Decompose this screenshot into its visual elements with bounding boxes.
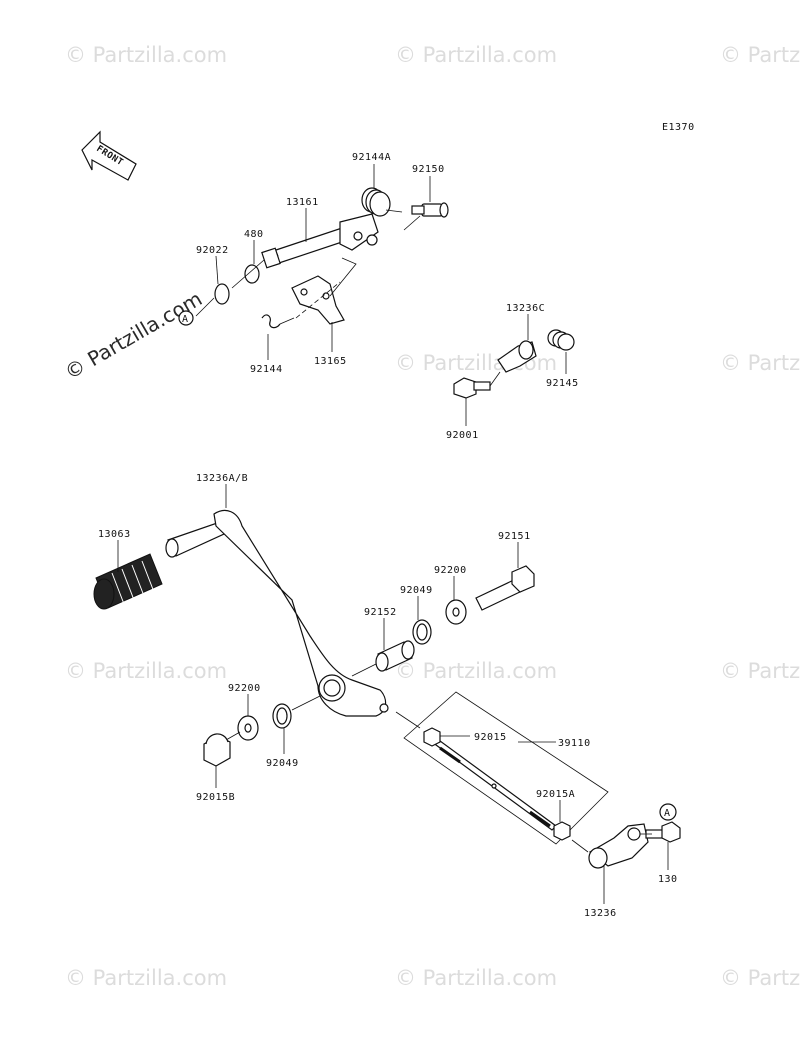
svg-text:A: A — [664, 808, 671, 819]
spring-92145 — [547, 329, 575, 351]
watermark: © Partzilla.com — [65, 966, 227, 990]
part-label: 13236A/B — [196, 473, 248, 484]
svg-text:A: A — [182, 314, 189, 325]
part-label: 480 — [244, 229, 264, 240]
part-label: 92152 — [364, 607, 397, 618]
front-arrow-icon: FRONT — [81, 130, 137, 181]
part-label: 92015B — [196, 792, 235, 803]
part-label: 92150 — [412, 164, 445, 175]
nut-92015 — [423, 727, 441, 747]
part-label: 13236C — [506, 303, 545, 314]
pedal-arm-13236AB — [165, 509, 389, 717]
watermark: © Partzilla.com — [720, 966, 800, 990]
pedal-rubber-13063 — [93, 553, 163, 610]
watermark: © Partzilla.com — [720, 43, 800, 67]
part-label: 92144 — [250, 364, 283, 375]
nut-92015B — [203, 733, 231, 767]
washer-92022 — [214, 283, 230, 305]
spring-92144A — [361, 187, 403, 217]
shift-shaft-13161 — [261, 213, 379, 269]
watermark: © Partzilla.com — [65, 659, 227, 683]
part-label: 13236 — [584, 908, 617, 919]
watermark: © Partzilla.com — [720, 659, 800, 683]
part-label: 92200 — [434, 565, 467, 576]
bolt-92001 — [453, 377, 491, 399]
part-label: 39110 — [558, 738, 591, 749]
part-label: 92145 — [546, 378, 579, 389]
diagram-code: E1370 — [662, 122, 695, 133]
watermark: © Partzilla.com — [720, 351, 800, 375]
watermark: © Partzilla.com — [395, 43, 557, 67]
watermark: © Partzilla.com — [395, 659, 557, 683]
tie-rod-group-box — [403, 691, 609, 845]
part-label: 92144A — [352, 152, 391, 163]
ref-marker-a-lower: A — [659, 803, 677, 821]
lever-13236 — [588, 823, 649, 869]
part-label: 13063 — [98, 529, 131, 540]
bolt-130 — [645, 821, 681, 843]
spring-92144 — [261, 314, 295, 329]
part-label: 92015A — [536, 789, 575, 800]
collar-92152 — [375, 640, 415, 672]
part-label: 92049 — [266, 758, 299, 769]
watermark: © Partzilla.com — [65, 43, 227, 67]
part-label: 13165 — [314, 356, 347, 367]
ref-marker-a: A — [178, 310, 194, 326]
nut-92015A — [553, 821, 571, 841]
part-labels: 92144A 92150 13161 480 92022 92144 13165… — [98, 152, 678, 919]
watermark-rotated: © Partzilla.com — [61, 286, 207, 384]
part-label: 92001 — [446, 430, 479, 441]
part-label: 92049 — [400, 585, 433, 596]
part-label: 130 — [658, 874, 678, 885]
circlip-480 — [244, 264, 260, 284]
part-label: 92015 — [474, 732, 507, 743]
watermark-grid: © Partzilla.com © Partzilla.com © Partzi… — [65, 43, 800, 990]
part-label: 92200 — [228, 683, 261, 694]
bolt-92151 — [475, 565, 535, 611]
part-label: 92022 — [196, 245, 229, 256]
shift-shaft-assembly: A — [178, 187, 449, 329]
lever-13236C-assembly — [453, 329, 575, 399]
part-label: 13161 — [286, 197, 319, 208]
tie-rod-39110 — [431, 737, 557, 831]
pin-92150 — [411, 202, 449, 218]
part-label: 92151 — [498, 531, 531, 542]
leader-lines — [117, 164, 669, 904]
watermark: © Partzilla.com — [395, 966, 557, 990]
